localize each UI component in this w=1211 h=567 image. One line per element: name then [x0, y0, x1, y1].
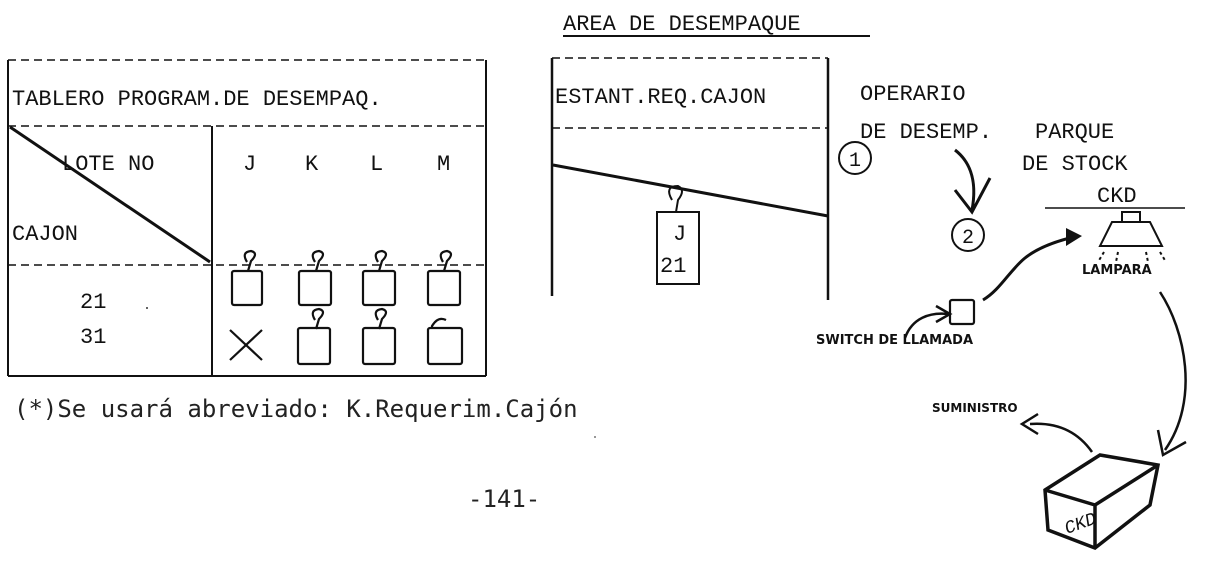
row-label-31: 31: [80, 325, 106, 350]
column-header-k: K: [305, 152, 319, 177]
lamp-to-crate-arrow-icon: [1160, 292, 1186, 450]
card-l-21: [363, 251, 395, 305]
card-l-31: [363, 309, 395, 364]
lamp-icon: [1098, 212, 1166, 262]
column-header-l: L: [370, 152, 383, 177]
card-m-31: [428, 319, 462, 364]
step-2-number: 2: [962, 227, 974, 250]
card-k-31: [298, 309, 330, 364]
board-title: TABLERO PROGRAM.DE DESEMPAQ.: [12, 87, 382, 112]
down-arrow-icon: [955, 150, 990, 212]
footnote: (*)Se usará abreviado: K.Requerim.Cajón: [14, 395, 578, 423]
supply-label: SUMINISTRO: [932, 401, 1018, 415]
missing-card-mark: [230, 330, 262, 360]
card-m-21: [428, 251, 460, 305]
card-k-21: [299, 251, 331, 305]
column-header-j: J: [243, 152, 256, 177]
row-label-21: 21: [80, 290, 106, 315]
switch-to-lamp-arrow-icon: [983, 236, 1078, 300]
supply-arrow-icon: [1030, 424, 1092, 452]
page-number: -141-: [468, 485, 540, 513]
scan-artifact: [594, 436, 596, 438]
call-switch-label: SWITCH DE LLAMADA: [816, 333, 973, 348]
shelf-wire: [553, 165, 828, 216]
lot-label: LOTE NO: [62, 152, 154, 177]
shelf-title: ESTANT.REQ.CAJON: [555, 85, 766, 110]
step-1-number: 1: [849, 150, 861, 173]
box-label: CAJON: [12, 222, 78, 247]
column-header-m: M: [437, 152, 450, 177]
operator-line1: OPERARIO: [860, 82, 966, 107]
scan-artifact: [146, 307, 148, 309]
arrow-head-icon: [1158, 430, 1186, 455]
arrow-head-icon: [1066, 228, 1082, 246]
stock-park-line2: DE STOCK: [1022, 152, 1128, 177]
ckd-crate-icon: [1045, 455, 1158, 548]
call-switch-icon: [950, 300, 974, 324]
card-j-21: [232, 251, 262, 305]
shelf-card-letter: J: [673, 222, 686, 247]
stock-park-line1: PARQUE: [1035, 120, 1114, 145]
board-cards: [230, 251, 462, 364]
lamp-label: LAMPARA: [1082, 263, 1152, 278]
stock-park-line3: CKD: [1097, 184, 1137, 209]
operator-line2: DE DESEMP.: [860, 120, 992, 145]
shelf-card-number: 21: [660, 254, 686, 279]
area-title: AREA DE DESEMPAQUE: [563, 12, 801, 37]
